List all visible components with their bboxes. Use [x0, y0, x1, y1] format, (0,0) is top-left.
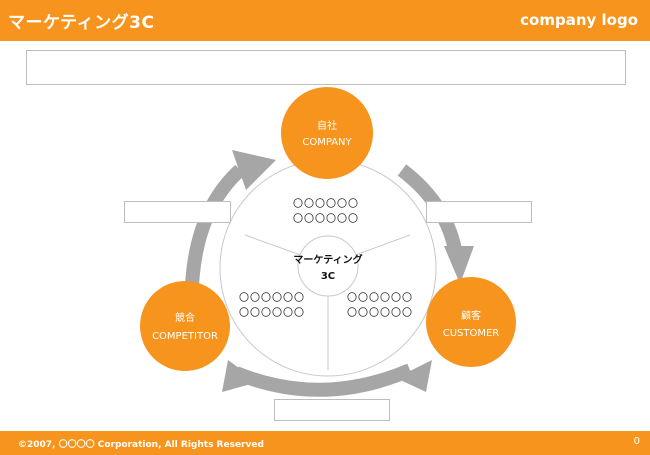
arrow-left-head [232, 150, 276, 190]
node-customer-jp: 顧客 [461, 309, 481, 322]
segment-right-line2: 〇〇〇〇〇〇 [347, 307, 413, 319]
center-circle [297, 235, 359, 297]
segment-top-line1: 〇〇〇〇〇〇 [293, 198, 359, 210]
page-number: 0 [633, 436, 640, 447]
footer-bar: ©2007, 〇〇〇〇 Corporation, All Rights Rese… [0, 431, 650, 455]
footer-copyright: ©2007, 〇〇〇〇 Corporation, All Rights Rese… [18, 440, 264, 450]
node-competitor-en: COMPETITOR [152, 331, 218, 342]
right-text-box[interactable] [426, 201, 532, 223]
company-logo: company logo [520, 11, 638, 29]
node-company-jp: 自社 [317, 119, 337, 132]
segment-top-line2: 〇〇〇〇〇〇 [293, 213, 359, 225]
node-customer-en: CUSTOMER [443, 328, 500, 339]
arrow-bottom-left-head [222, 360, 258, 392]
center-label-line2: 3C [321, 271, 335, 282]
node-company [281, 87, 373, 179]
node-competitor [140, 281, 230, 371]
segment-right-line1: 〇〇〇〇〇〇 [347, 292, 413, 304]
segment-left-line2: 〇〇〇〇〇〇 [239, 307, 305, 319]
arrow-bottom-curve [233, 363, 413, 397]
bottom-text-box[interactable] [274, 399, 390, 421]
arrow-right-head [444, 246, 474, 284]
node-competitor-jp: 競合 [175, 311, 195, 324]
header-bar: マーケティング3C company logo [0, 0, 650, 41]
page-title: マーケティング3C [8, 13, 155, 33]
segment-left-line1: 〇〇〇〇〇〇 [239, 292, 305, 304]
center-label-line1: マーケティング [293, 253, 362, 266]
arrow-bottom-right-head [396, 360, 432, 392]
node-customer [426, 277, 516, 367]
top-text-box[interactable] [26, 50, 626, 85]
node-company-en: COMPANY [302, 137, 352, 148]
left-text-box[interactable] [124, 201, 231, 223]
